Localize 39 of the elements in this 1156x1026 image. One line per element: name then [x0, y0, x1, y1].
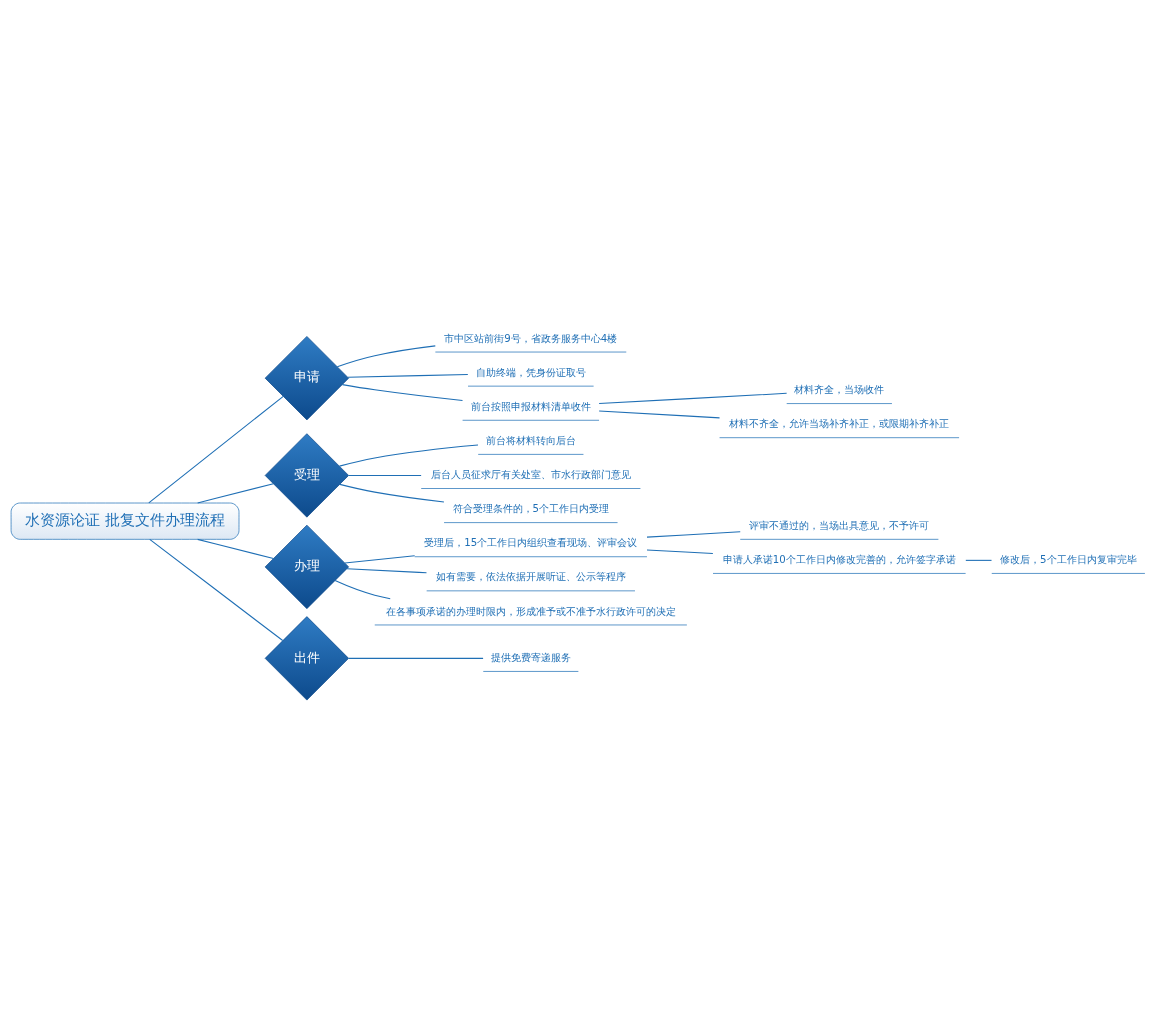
node-diamond: 申请 [264, 336, 349, 421]
connector [965, 559, 993, 561]
node-text: 前台按照申报材料清单收件 [470, 400, 591, 412]
connector [598, 410, 721, 419]
connector [197, 538, 274, 560]
node-text: 提供免费寄递服务 [490, 652, 571, 664]
node-text: 后台人员征求厅有关处室、市水行政部门意见 [430, 469, 631, 481]
connector [341, 384, 464, 402]
connector [348, 474, 422, 476]
connector [338, 444, 479, 467]
connector [334, 580, 391, 600]
node-text: 前台将材料转向后台 [485, 435, 576, 446]
connector [347, 373, 469, 378]
node-text: 评审不通过的，当场出具意见，不予许可 [749, 519, 930, 531]
node-text: 申请人承诺10个工作日内修改完善的，允许签字承诺 [722, 554, 956, 566]
node-text: 受理后，15个工作日内组织查看现场、评审会议 [424, 537, 638, 549]
connector [346, 568, 428, 574]
node-text: 市中区站前街9号，省政务服务中心4楼 [444, 332, 618, 344]
node-text: 符合受理条件的，5个工作日内受理 [452, 503, 610, 515]
connector [646, 531, 741, 538]
node-text: 如有需要，依法依据开展听证、公示等程序 [435, 571, 626, 583]
connector [646, 549, 714, 555]
connector [336, 345, 436, 368]
connector [148, 395, 284, 504]
node-text: 材料不齐全，允许当场补齐补正，或限期补齐补正 [729, 418, 950, 430]
connector [339, 483, 445, 503]
node-text: 修改后，5个工作日内复审完毕 [1000, 554, 1137, 566]
node-diamond: 办理 [264, 524, 349, 609]
node-text: 自助终端，凭身份证取号 [475, 366, 586, 378]
connector [197, 483, 274, 504]
node-text: 材料齐全，当场收件 [794, 384, 885, 396]
node-box: 水资源论证 批复文件办理流程 [10, 502, 240, 540]
connector [348, 657, 484, 659]
node-text: 在各事项承诺的办理时限内，形成准予或不准予水行政许可的决定 [385, 605, 676, 617]
connector [149, 538, 284, 642]
node-diamond: 出件 [264, 616, 349, 701]
connector [344, 555, 416, 564]
node-diamond: 受理 [264, 433, 349, 518]
connector [598, 392, 788, 405]
